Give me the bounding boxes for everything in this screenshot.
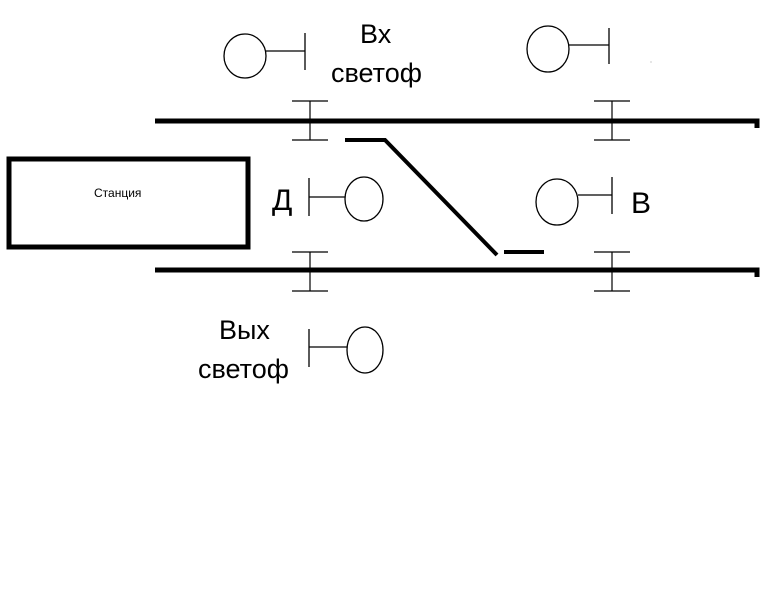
station-building: [6, 156, 251, 250]
insulating-joint-upper-right: [594, 100, 630, 141]
exit-signal-label-line2: светоф: [198, 354, 289, 384]
entry-signal-upper-right: [526, 25, 610, 73]
signal-v: [535, 177, 613, 226]
insulating-joint-lower-left: [292, 251, 328, 292]
exit-signal: [308, 326, 384, 374]
station-label: Станция: [94, 186, 142, 200]
upper-track: [155, 118, 760, 128]
insulating-joint-upper-left: [292, 100, 328, 141]
entry-signal-label-line1: Вх: [360, 19, 392, 49]
lower-track: [155, 267, 760, 277]
signal-d: [308, 176, 384, 222]
entry-signal-label-line2: светоф: [331, 58, 422, 88]
signal-d-label: Д: [272, 184, 293, 217]
insulating-joint-lower-right: [594, 251, 630, 292]
entry-signal-upper-left: [223, 33, 306, 79]
crossover-switch: [345, 138, 499, 257]
exit-signal-label-line1: Вых: [219, 315, 270, 345]
signal-v-label: В: [631, 187, 652, 220]
